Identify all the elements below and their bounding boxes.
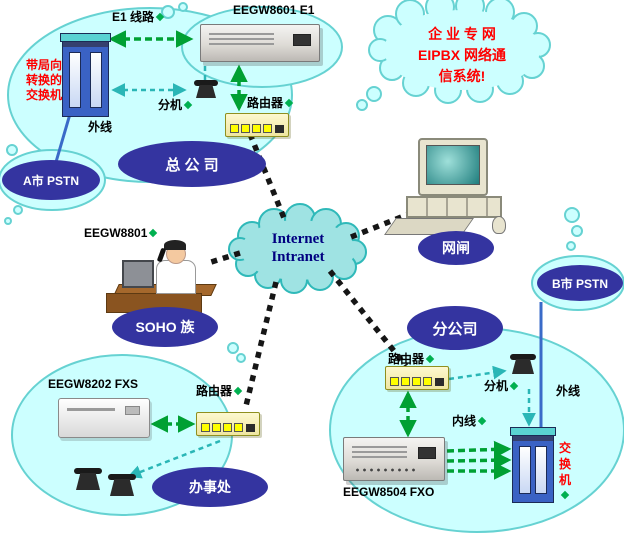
switch-top-cap	[510, 427, 556, 436]
eegw8504-device	[343, 437, 445, 481]
switch-top-cap	[60, 33, 111, 42]
phone-base	[196, 85, 216, 98]
switch-slot	[519, 446, 531, 494]
device-display	[418, 447, 436, 459]
phone-base	[76, 473, 100, 490]
office-backbone-line	[242, 281, 279, 411]
branch-router-device	[385, 366, 449, 390]
branch-site-ellipse: 分公司	[407, 306, 503, 350]
branch-outside-label: 外线	[556, 384, 581, 398]
office-site-ellipse: 办事处	[152, 467, 268, 507]
router-ports	[230, 124, 272, 133]
sparkle-icon	[149, 228, 158, 238]
sparkle-icon	[560, 490, 570, 500]
hq-site-ellipse: 总 公 司	[118, 141, 266, 187]
internet-cloud-text: Internet Intranet	[271, 231, 325, 265]
desktop-unit	[406, 196, 502, 218]
branch-switch-label: 交换机	[556, 440, 574, 500]
office-router-label: 路由器	[196, 382, 243, 399]
router-ports	[201, 423, 243, 432]
sparkle-icon	[284, 98, 294, 107]
office-phone-icon	[74, 468, 102, 490]
green-links	[108, 30, 512, 480]
a-pstn-outside-line	[54, 113, 72, 163]
hq-router-device	[225, 113, 289, 137]
eegw8202-label: EEGW8202 FXS	[48, 377, 139, 391]
phone-handset	[108, 474, 136, 480]
branch-switch-device	[510, 427, 556, 503]
branch-extension-line	[448, 365, 507, 381]
sparkle-icon	[233, 386, 243, 395]
soho-person-illustration	[96, 236, 217, 314]
pstn-links	[54, 113, 543, 428]
inside-line-1	[446, 440, 512, 459]
a-pstn-ellipse: A市 PSTN	[2, 160, 100, 200]
sparkle-icon	[425, 354, 435, 363]
internet-cloud	[228, 203, 367, 294]
laptop	[122, 260, 154, 288]
switch-slot	[535, 446, 547, 494]
person-body	[156, 260, 196, 294]
phone-handset	[194, 80, 218, 86]
phone-base	[512, 359, 534, 374]
branch-cloud	[329, 327, 624, 533]
router-ports	[390, 377, 432, 386]
eegw8202-device	[58, 398, 150, 438]
eegw8601-device	[200, 24, 320, 62]
device-vents	[352, 446, 407, 460]
sparkle-icon	[183, 100, 193, 109]
sparkle-icon	[509, 381, 519, 390]
router-uplink-port	[275, 125, 284, 133]
branch-router-label: 路由器	[388, 350, 435, 367]
network-gate-computer	[384, 138, 513, 238]
switch-slot	[90, 52, 102, 108]
speech-bubble-text: 企 业 专 网 EIPBX 网络通 信系统!	[418, 26, 506, 84]
branch-inside-label: 内线	[452, 412, 487, 429]
e1-line-label: E1 线路	[112, 8, 165, 25]
phone-handset	[510, 354, 536, 360]
hq-pbx-label: 带局向转换的交换机	[26, 58, 63, 102]
hq-backbone-line	[247, 132, 289, 225]
monitor-screen	[426, 145, 480, 185]
hq-extension-label: 分机	[158, 96, 193, 113]
office-phone-line	[127, 439, 221, 479]
person-hair	[164, 240, 186, 250]
router-uplink-port	[246, 424, 255, 432]
office-router-device	[196, 412, 260, 436]
inside-line-2	[446, 451, 512, 469]
cyan-links	[111, 66, 536, 479]
switch-slot	[69, 52, 81, 108]
hq-router-label: 路由器	[247, 94, 294, 111]
hq-outside-label: 外线	[88, 120, 113, 134]
branch-phone-icon	[510, 354, 536, 374]
phone-handset	[74, 468, 102, 474]
eegw8801-label: EEGW8801	[84, 226, 158, 240]
device-display	[293, 34, 311, 46]
monitor	[418, 138, 488, 196]
eegw8601-label: EEGW8601 E1	[233, 3, 315, 17]
hq-phone-icon	[194, 80, 218, 98]
eegw8504-label: EEGW8504 FXO	[343, 485, 435, 499]
device-vents	[209, 33, 274, 47]
branch-extension-label: 分机	[484, 377, 519, 394]
b-pstn-ellipse: B市 PSTN	[537, 265, 623, 301]
mouse	[492, 216, 506, 234]
hq-pbx-switch-device	[60, 33, 111, 117]
office-phone-icon	[108, 474, 136, 496]
soho-backbone-line	[207, 250, 241, 266]
network-gate-ellipse: 网闸	[418, 231, 494, 265]
router-uplink-port	[435, 378, 444, 386]
sparkle-icon	[477, 416, 487, 425]
device-leds	[354, 466, 416, 474]
phone-base	[110, 479, 134, 496]
branch-backbone-line	[327, 269, 409, 368]
speech-bubble-cloud	[368, 0, 551, 104]
soho-site-ellipse: SOHO 族	[112, 307, 218, 347]
sparkle-icon	[155, 12, 165, 21]
